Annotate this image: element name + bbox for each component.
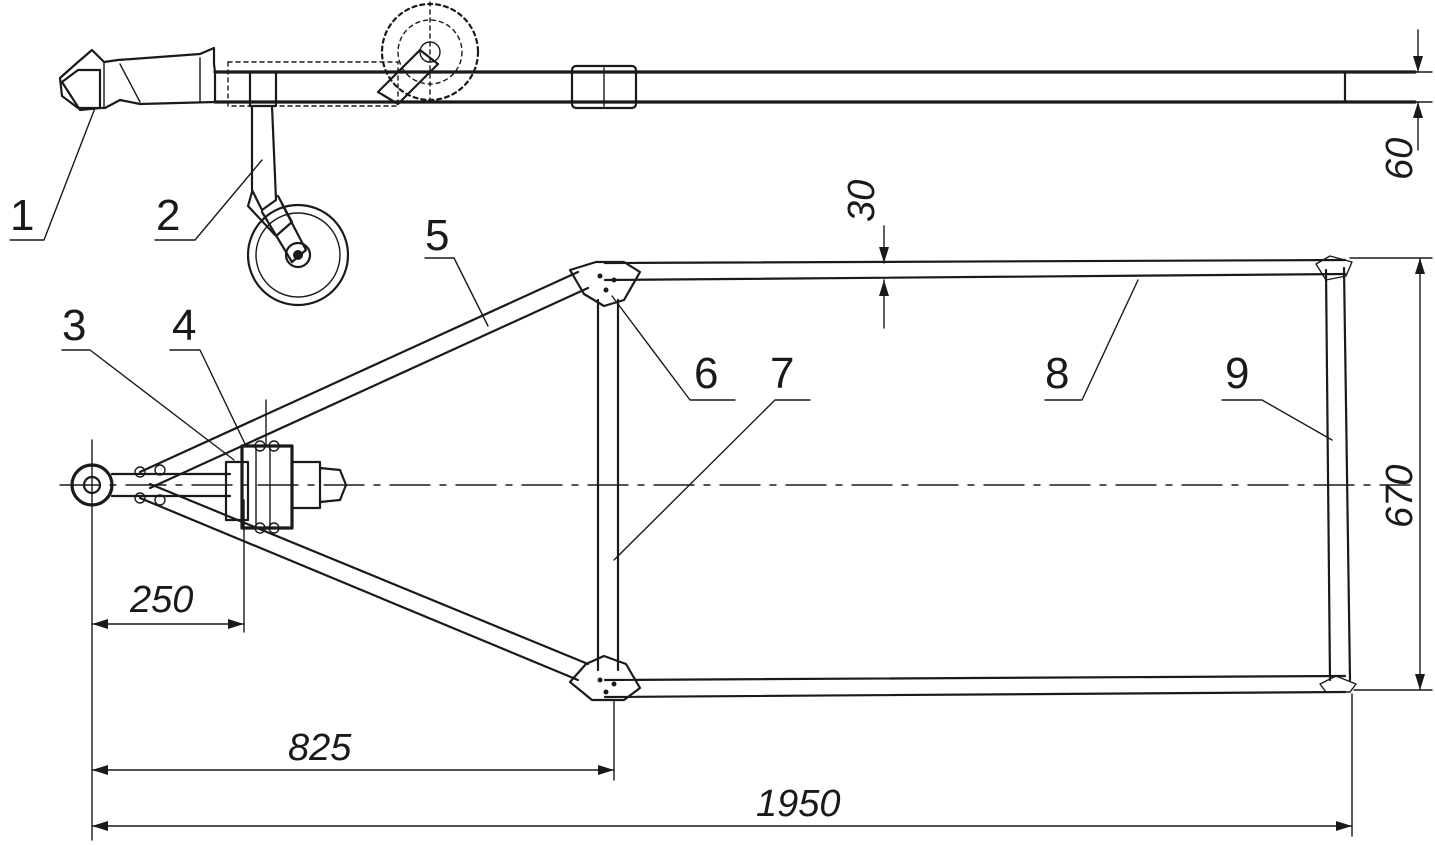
callout-9: 9 [1225, 349, 1249, 398]
side-view [58, 1, 1417, 307]
callout-3: 3 [62, 301, 86, 350]
top-view [59, 255, 1411, 702]
dimension-labels: 60 30 670 250 825 1950 [129, 138, 1421, 825]
clamp-assembly [224, 399, 348, 534]
callout-7: 7 [770, 349, 794, 398]
spare-wheel-side [376, 1, 480, 106]
callout-4: 4 [172, 301, 196, 350]
callout-8: 8 [1045, 349, 1069, 398]
jockey-wheel [246, 70, 350, 307]
callout-6: 6 [694, 349, 718, 398]
callout-5: 5 [425, 211, 449, 260]
dimension-lines [91, 29, 1433, 841]
dim-250: 250 [129, 579, 193, 621]
dim-60: 60 [1379, 138, 1421, 180]
leader-lines [9, 107, 1333, 561]
dim-1950: 1950 [756, 783, 841, 825]
dim-670: 670 [1379, 465, 1421, 528]
callout-numbers: 1 2 3 4 5 6 7 8 9 [10, 191, 1249, 398]
dim-30: 30 [841, 180, 883, 222]
dim-825: 825 [288, 727, 352, 769]
callout-1: 1 [10, 191, 34, 240]
callout-2: 2 [156, 191, 180, 240]
